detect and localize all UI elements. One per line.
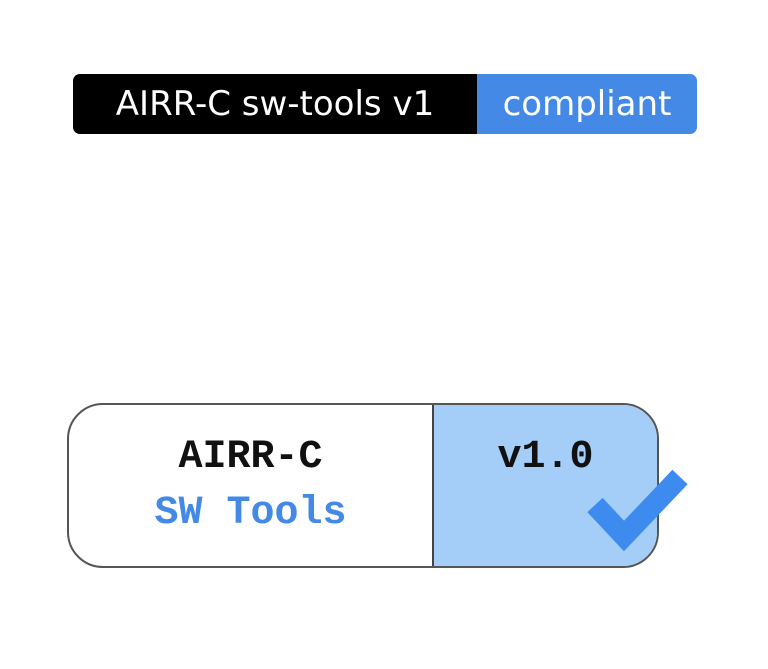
logo-title: AIRR-C — [178, 434, 323, 480]
logo-version: v1.0 — [497, 435, 594, 480]
badge-status: compliant — [477, 74, 697, 134]
badge-label: AIRR-C sw-tools v1 — [73, 74, 477, 134]
compliance-shield-badge: AIRR-C sw-tools v1 compliant — [73, 74, 697, 134]
airr-c-compliance-logo: AIRR-C SW Tools v1.0 — [67, 403, 659, 568]
logo-name-section: AIRR-C SW Tools — [69, 405, 432, 566]
logo-version-section: v1.0 — [432, 405, 657, 566]
logo-subtitle: SW Tools — [154, 490, 347, 536]
checkmark-icon — [587, 469, 688, 552]
